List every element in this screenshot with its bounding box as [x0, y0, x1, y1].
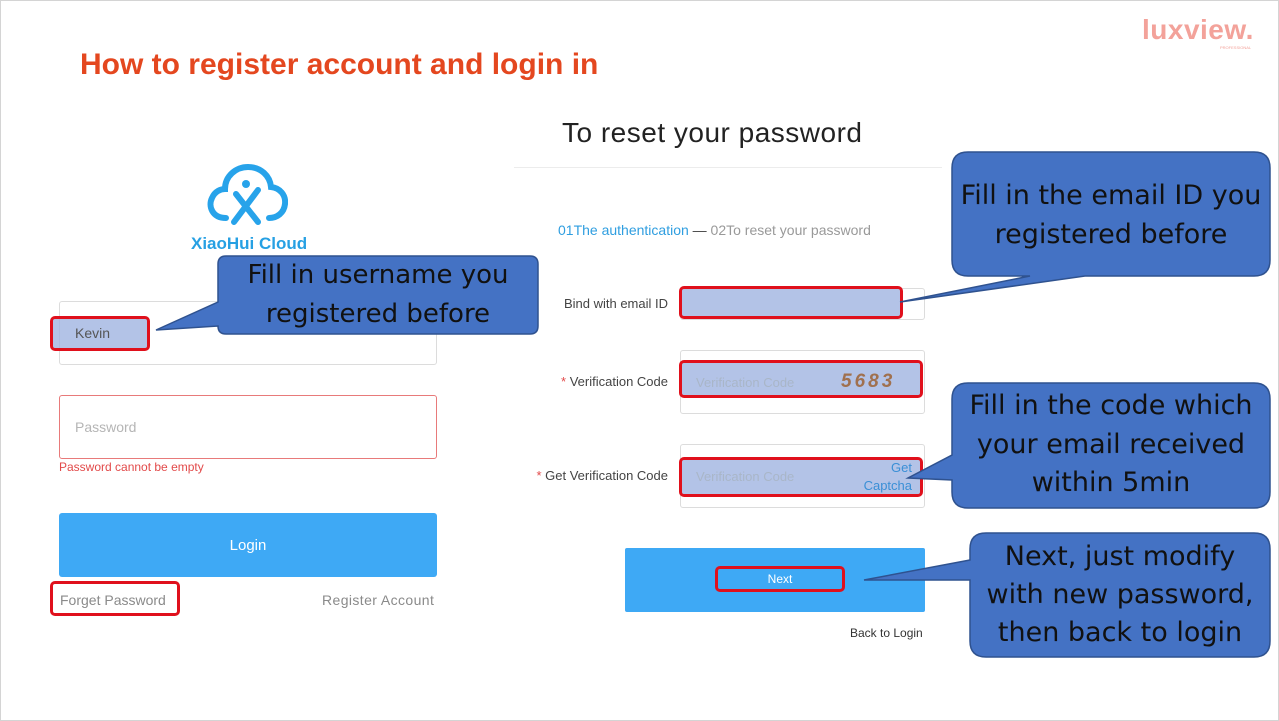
verification-code-highlight	[679, 360, 923, 398]
callout-username: Fill in username you registered before	[247, 260, 509, 329]
reset-title: To reset your password	[562, 117, 863, 148]
steps-indicator: 01The authentication — 02To reset your p…	[558, 222, 871, 238]
forget-password-highlight	[50, 581, 180, 616]
required-mark: *	[561, 374, 567, 389]
password-error: Password cannot be empty	[59, 460, 204, 474]
brand-sub: PROFESSIONAL	[1220, 45, 1252, 50]
next-label: Next	[715, 566, 845, 592]
login-button[interactable]: Login	[59, 513, 437, 577]
username-value: Kevin	[75, 325, 111, 341]
step-reset-password: 02To reset your password	[710, 222, 871, 238]
cloud-logo-icon	[207, 163, 288, 225]
callout-code-shape	[905, 382, 1271, 509]
email-code-placeholder: Verification Code	[696, 469, 795, 484]
required-mark: *	[536, 468, 542, 483]
get-captcha-link[interactable]: Get Captcha	[863, 460, 912, 493]
callout-email-shape	[899, 151, 1271, 303]
callout-next-shape	[863, 532, 1271, 658]
captcha-image[interactable]: 5683	[841, 371, 896, 392]
step-separator: —	[692, 222, 707, 238]
divider	[514, 167, 942, 168]
get-verification-code-label: * Get Verification Code	[536, 468, 668, 483]
register-account-link[interactable]: Register Account	[322, 592, 435, 608]
password-placeholder: Password	[75, 419, 137, 435]
callout-email: Fill in the email ID you registered befo…	[960, 180, 1262, 250]
verification-code-label: * Verification Code	[561, 374, 668, 389]
brand-logo: luxview.	[1142, 14, 1254, 45]
username-highlight	[50, 316, 150, 351]
email-code-highlight	[679, 457, 923, 497]
email-highlight	[679, 286, 903, 319]
page-title: How to register account and login in	[80, 48, 599, 81]
step-authentication: 01The authentication	[558, 222, 689, 238]
callout-username-shape	[155, 255, 539, 335]
back-to-login-link[interactable]: Back to Login	[850, 626, 923, 640]
callout-next: Next, just modify with new password, the…	[986, 541, 1254, 648]
password-field[interactable]	[59, 395, 437, 459]
email-label: Bind with email ID	[563, 296, 668, 311]
app-name: XiaoHui Cloud	[191, 234, 308, 253]
forget-password-link[interactable]: Forget Password	[60, 592, 166, 608]
verification-code-placeholder: Verification Code	[696, 375, 795, 390]
callout-code: Fill in the code which your email receiv…	[969, 390, 1253, 498]
